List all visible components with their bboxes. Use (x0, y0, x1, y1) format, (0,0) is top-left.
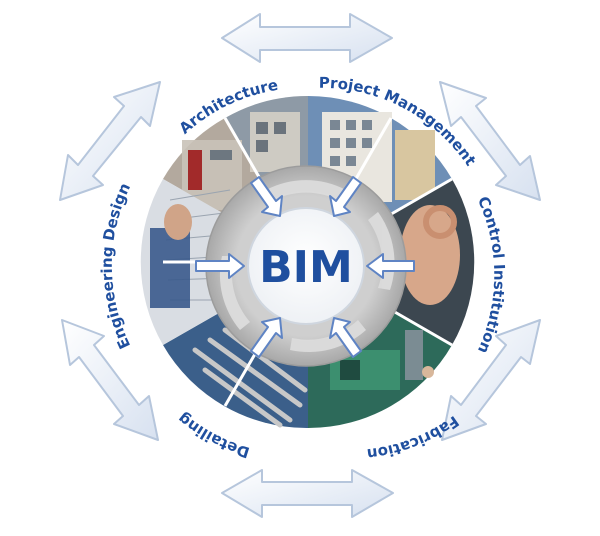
double-arrow-upper-right (439, 81, 541, 201)
double-arrow-bottom (221, 469, 394, 518)
svg-text:Engineering Design: Engineering Design (98, 180, 134, 352)
double-arrow-lower-left (61, 319, 159, 441)
segment-label-control-institution: Control Institution (474, 194, 508, 356)
center-circle (247, 207, 365, 325)
inner-arrow-right (366, 253, 415, 279)
inner-arrow-lower-right (329, 317, 362, 358)
outer-arrows (59, 13, 541, 518)
double-arrow-upper-left (59, 81, 161, 201)
double-arrow-lower-right (441, 319, 541, 441)
inner-arrow-left (195, 253, 245, 279)
inner-arrow-upper-right (329, 176, 362, 217)
inner-arrow-lower-left (250, 317, 283, 358)
inner-arrow-upper-left (250, 176, 283, 217)
inner-arrows (195, 176, 415, 358)
svg-text:Detailing: Detailing (174, 409, 251, 461)
segment-label-engineering-design: Engineering Design (98, 180, 134, 352)
double-arrow-top (221, 13, 393, 63)
svg-text:Control Institution: Control Institution (474, 194, 508, 356)
segment-label-detailing: Detailing (174, 409, 251, 461)
center-label: BIM (259, 242, 353, 293)
